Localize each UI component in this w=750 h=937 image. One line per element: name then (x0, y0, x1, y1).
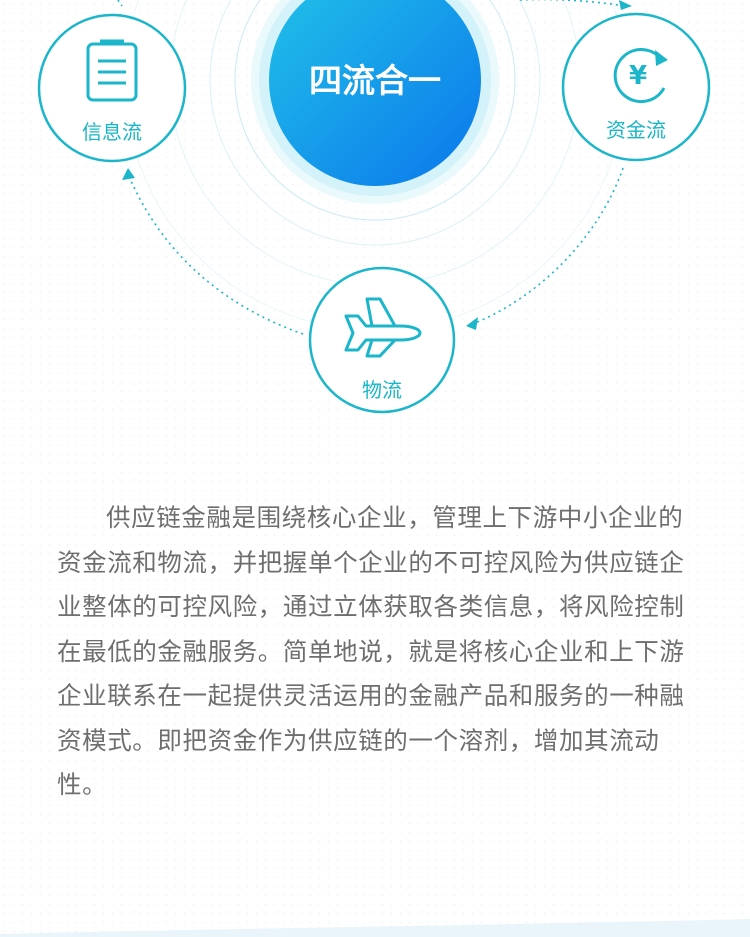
node-info-label: 信息流 (82, 120, 142, 144)
node-logistics (308, 266, 456, 414)
ring-inner (234, 0, 516, 221)
bottom-decoration (0, 919, 750, 937)
arrow-center-to-capital (520, 0, 626, 7)
node-logistics-label: 物流 (362, 378, 402, 402)
arrowhead-to-info (122, 168, 135, 180)
arrow-info-top (117, 0, 123, 7)
node-info-circle (37, 13, 187, 163)
four-flows-diagram: ¥ (37, 0, 711, 414)
body-paragraph: 供应链金融是围绕核心企业，管理上下游中小企业的资金流和物流，并把握单个企业的不可… (57, 503, 685, 799)
arrowhead-to-capital (619, 0, 632, 10)
ring-middle (209, 0, 541, 246)
airplane-icon (344, 297, 422, 358)
node-info (37, 13, 187, 163)
center-circle (269, 0, 481, 186)
node-capital-circle (561, 12, 711, 162)
center-title: 四流合一 (309, 61, 441, 100)
yen-cycle-icon (613, 48, 668, 104)
document-list-icon (86, 39, 138, 102)
arrowhead-to-logistics (466, 317, 478, 330)
center-hub (251, 0, 499, 204)
yen-symbol: ¥ (629, 61, 647, 91)
node-capital: ¥ (561, 12, 711, 162)
node-capital-label: 资金流 (606, 118, 666, 142)
